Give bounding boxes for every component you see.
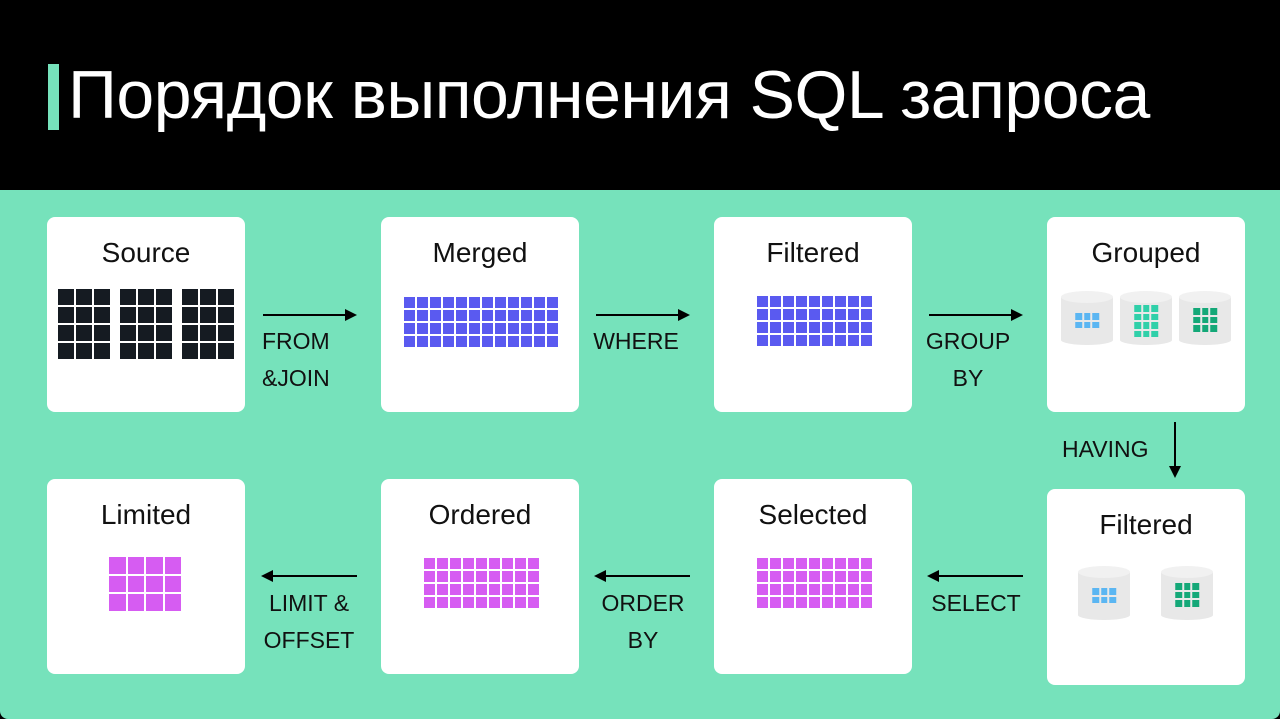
arrow-right-icon [596,309,690,321]
stage-label: Merged [432,237,528,268]
arrow-right-icon [263,309,357,321]
source-table-2 [120,289,172,359]
group-cylinder-icon [1179,291,1231,347]
source-table-1 [58,289,110,359]
step-having: HAVING [1062,436,1149,462]
page-title: Порядок выполнения SQL запроса [68,57,1150,133]
arrow-left-icon [261,570,357,582]
step-order-by: ORDER BY [601,590,685,653]
step-from-join: FROM &JOIN [262,328,330,391]
step-where: WHERE [593,328,679,354]
group-cylinder-icon [1078,566,1130,622]
stage-card-source: Source [47,217,245,412]
filtered-grid [757,296,872,346]
limited-grid [109,557,181,611]
step-group-by: GROUP BY [925,328,1011,391]
group-cylinder-icon [1120,291,1172,347]
selected-grid [757,558,872,608]
stage-card-merged: Merged [381,217,579,412]
diagram-area: Source FROM &JOIN Merged WHERE Filtered … [0,190,1280,719]
title-accent-bar [48,64,59,130]
stage-card-filtered: Filtered [714,217,912,412]
arrow-left-icon [927,570,1023,582]
stage-label: Filtered [1099,509,1193,540]
ordered-grid [424,558,539,608]
group-cylinder-icon [1161,566,1213,622]
merged-grid [404,297,558,347]
source-table-3 [182,289,234,359]
step-limit-offset: LIMIT & OFFSET [263,590,355,653]
stage-label: Ordered [428,499,532,530]
group-cylinder-icon [1061,291,1113,347]
stage-label: Limited [100,499,192,530]
stage-card-grouped: Grouped [1047,217,1245,412]
arrow-right-icon [929,309,1023,321]
header: Порядок выполнения SQL запроса [0,0,1280,190]
stage-card-limited: Limited [47,479,245,674]
arrow-down-icon [1169,422,1181,478]
stage-label: Selected [758,499,868,530]
stage-card-having-filtered: Filtered [1047,489,1245,685]
stage-card-selected: Selected [714,479,912,674]
step-select: SELECT [931,590,1021,616]
stage-label: Source [101,237,191,268]
stage-label: Grouped [1091,237,1201,268]
stage-label: Filtered [766,237,860,268]
arrow-left-icon [594,570,690,582]
stage-card-ordered: Ordered [381,479,579,674]
